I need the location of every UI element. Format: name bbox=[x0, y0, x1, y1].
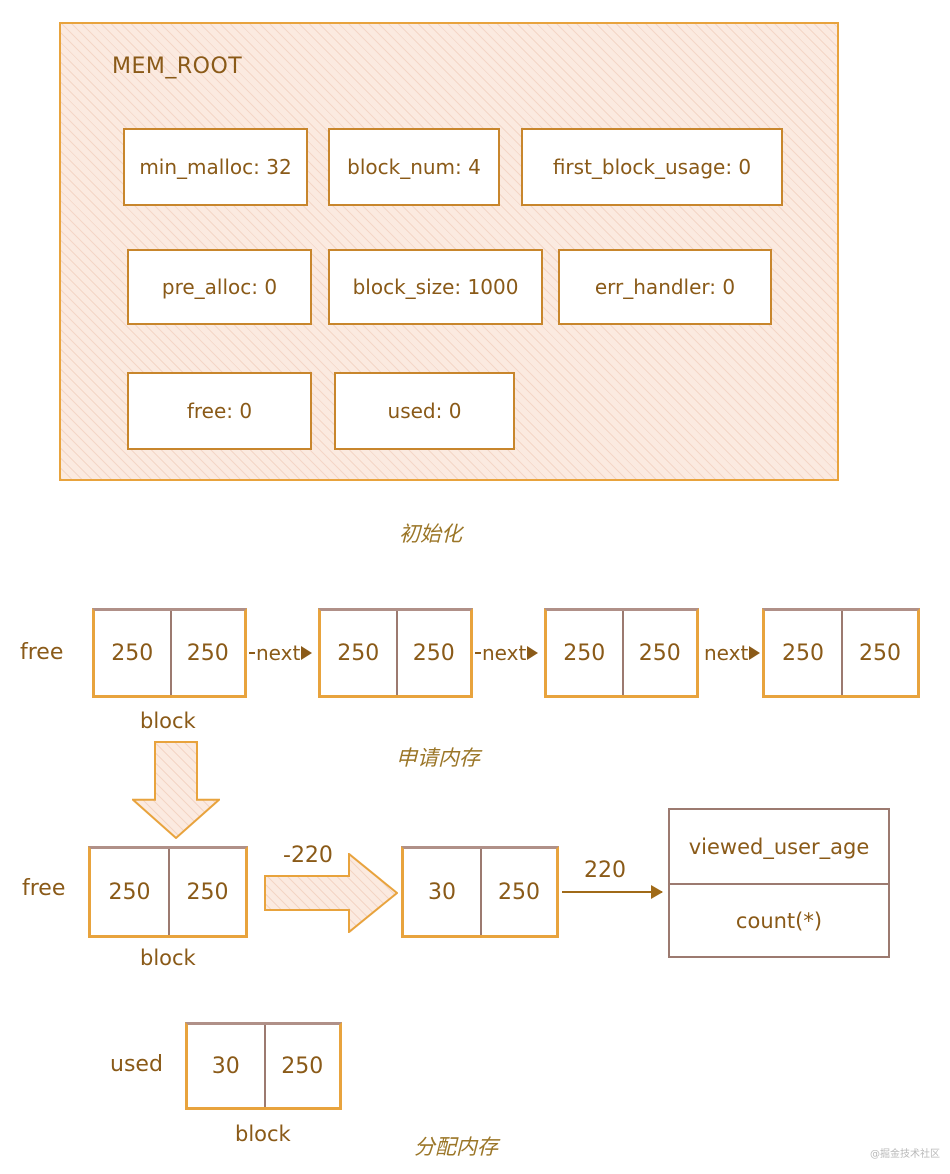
next-connector-1: next bbox=[249, 638, 313, 668]
arrowhead-icon bbox=[301, 646, 313, 660]
field-first-block-usage-label: first_block_usage: 0 bbox=[552, 155, 752, 179]
field-err-handler: err_handler: 0 bbox=[558, 249, 772, 325]
free-block-1-right: 250 bbox=[169, 611, 245, 695]
delta-label: -220 bbox=[283, 843, 333, 868]
next-connector-2: next bbox=[475, 638, 539, 668]
watermark: @掘金技术社区 bbox=[870, 1149, 940, 1160]
result-table-row-1: viewed_user_age bbox=[688, 834, 870, 859]
caption-initialization: 初始化 bbox=[399, 522, 462, 546]
field-err-handler-label: err_handler: 0 bbox=[594, 275, 736, 299]
used-block-caption: block bbox=[235, 1122, 291, 1146]
free-block-2: 250 250 bbox=[318, 608, 473, 698]
next-connector-3: next bbox=[703, 638, 761, 668]
next-stub-icon bbox=[475, 652, 481, 654]
result-table: viewed_user_age count(*) bbox=[668, 808, 890, 958]
result-table-row-2: count(*) bbox=[670, 883, 888, 956]
free-block-4: 250 250 bbox=[762, 608, 920, 698]
down-block-arrow-icon bbox=[132, 741, 220, 839]
alloc-result-block-left: 30 bbox=[428, 879, 456, 905]
mem-root-panel: MEM_ROOT min_malloc: 32 block_num: 4 fir… bbox=[59, 22, 839, 481]
used-block-side-label: used bbox=[110, 1052, 163, 1077]
caption-allocate-memory: 分配内存 bbox=[414, 1135, 498, 1159]
free-block-4-left: 250 bbox=[782, 640, 824, 666]
free-block-1: 250 250 bbox=[92, 608, 247, 698]
field-pre-alloc: pre_alloc: 0 bbox=[127, 249, 312, 325]
arrowhead-icon bbox=[527, 646, 539, 660]
page-title: MEM_ROOT bbox=[112, 54, 243, 79]
field-block-num-label: block_num: 4 bbox=[347, 155, 481, 179]
alloc-source-block-left: 250 bbox=[108, 879, 151, 905]
field-first-block-usage: first_block_usage: 0 bbox=[521, 128, 783, 206]
next-stub-icon bbox=[249, 652, 255, 654]
next-label-2: next bbox=[482, 641, 527, 665]
caption-request-memory: 申请内存 bbox=[396, 746, 480, 770]
alloc-source-side-label: free bbox=[22, 876, 66, 901]
field-free: free: 0 bbox=[127, 372, 312, 450]
arrowhead-icon bbox=[749, 646, 761, 660]
field-used: used: 0 bbox=[334, 372, 515, 450]
next-label-1: next bbox=[256, 641, 301, 665]
free-block-2-right: 250 bbox=[395, 611, 471, 695]
transfer-arrow-icon bbox=[562, 885, 663, 899]
free-block-3-left: 250 bbox=[563, 640, 606, 666]
field-block-size-label: block_size: 1000 bbox=[352, 275, 519, 299]
next-label-3: next bbox=[704, 641, 749, 665]
used-block: 30 250 bbox=[185, 1022, 342, 1110]
alloc-result-block-right: 250 bbox=[480, 849, 556, 935]
free-block-3-right: 250 bbox=[621, 611, 697, 695]
field-free-label: free: 0 bbox=[186, 399, 253, 423]
field-pre-alloc-label: pre_alloc: 0 bbox=[161, 275, 278, 299]
used-block-left: 30 bbox=[211, 1053, 240, 1079]
alloc-source-block: 250 250 bbox=[88, 846, 248, 938]
field-block-num: block_num: 4 bbox=[328, 128, 500, 206]
free-block-3: 250 250 bbox=[544, 608, 699, 698]
free-block-2-left: 250 bbox=[337, 640, 380, 666]
field-min-malloc-label: min_malloc: 32 bbox=[139, 155, 292, 179]
alloc-source-block-caption: block bbox=[140, 946, 196, 970]
free-block-1-left: 250 bbox=[111, 640, 154, 666]
alloc-result-block: 30 250 bbox=[401, 846, 559, 938]
field-used-label: used: 0 bbox=[387, 399, 462, 423]
free-block-4-right: 250 bbox=[841, 611, 917, 695]
transfer-label: 220 bbox=[584, 858, 626, 883]
field-block-size: block_size: 1000 bbox=[328, 249, 543, 325]
free-block-1-caption: block bbox=[140, 709, 196, 733]
used-block-right: 250 bbox=[263, 1025, 340, 1107]
free-list-side-label: free bbox=[20, 640, 64, 665]
field-min-malloc: min_malloc: 32 bbox=[123, 128, 308, 206]
alloc-source-block-right: 250 bbox=[168, 849, 245, 935]
